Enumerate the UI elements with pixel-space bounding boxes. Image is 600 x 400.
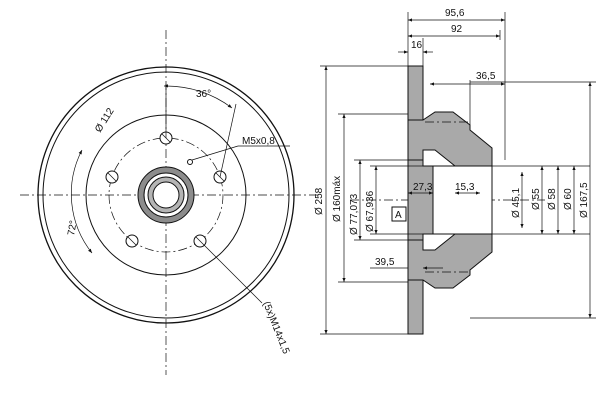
- thread-small-label: M5x0,8: [242, 136, 275, 147]
- bolt-hole: [193, 234, 207, 248]
- rotor-outer-edge: [37, 66, 295, 324]
- center-bore: [152, 181, 180, 209]
- datum-box: [391, 206, 407, 222]
- thread-small-leader: [191, 145, 239, 161]
- dimension-92-label: 92: [451, 24, 463, 35]
- hub-section-upper: [407, 111, 493, 167]
- dimension-160-label: Ø 160máx: [332, 176, 343, 222]
- section-view: A 95,6 92 16 36,5 Ø 258 Ø 160máx Ø 77,07…: [314, 8, 596, 335]
- dimension-67-label: Ø 67,936: [365, 190, 376, 232]
- hub-section-lower: [407, 233, 493, 289]
- small-threaded-hole: [187, 159, 193, 165]
- dimension-77-label: Ø 77,073: [349, 193, 360, 235]
- dimension-27-3-label: 27,3: [413, 182, 433, 193]
- thread-bolts-label: (5x)M14x1,5: [260, 300, 291, 356]
- datum-label: A: [395, 210, 402, 221]
- bearing-seat: [407, 159, 434, 241]
- dimension-16-label: 16: [411, 40, 423, 51]
- angle-36-label: 36°: [196, 89, 211, 100]
- angle-36-arc: [163, 84, 233, 109]
- bolt-hole: [125, 234, 139, 248]
- dimension-36-5-label: 36,5: [476, 71, 496, 82]
- dimension-258-label: Ø 258: [314, 187, 325, 215]
- dimension-58-label: Ø 58: [547, 188, 558, 210]
- angle-72-label: 72°: [66, 220, 79, 237]
- rotor-outer-edge-inner: [42, 71, 290, 319]
- dimension-39-5-label: 39,5: [375, 257, 395, 268]
- pcd-label: Ø 112: [93, 106, 117, 135]
- dimension-45-label: Ø 45,1: [511, 188, 522, 218]
- dimension-55-label: Ø 55: [531, 188, 542, 210]
- bolt-hole: [105, 170, 119, 184]
- thread-bolts-leader: [203, 244, 263, 304]
- dimension-60-label: Ø 60: [563, 188, 574, 210]
- angle-72-arc: [70, 149, 93, 254]
- angle-leader: [219, 103, 237, 178]
- dimension-95-6-label: 95,6: [445, 8, 465, 19]
- dimension-167-5-label: Ø 167,5: [579, 182, 590, 218]
- dimension-15-3-label: 15,3: [455, 182, 475, 193]
- disc-plate-upper: [407, 65, 424, 121]
- hub-bore: [422, 165, 493, 235]
- front-view: 36° Ø 112 M5x0,8 72° (5x)M14x1,5: [20, 30, 320, 375]
